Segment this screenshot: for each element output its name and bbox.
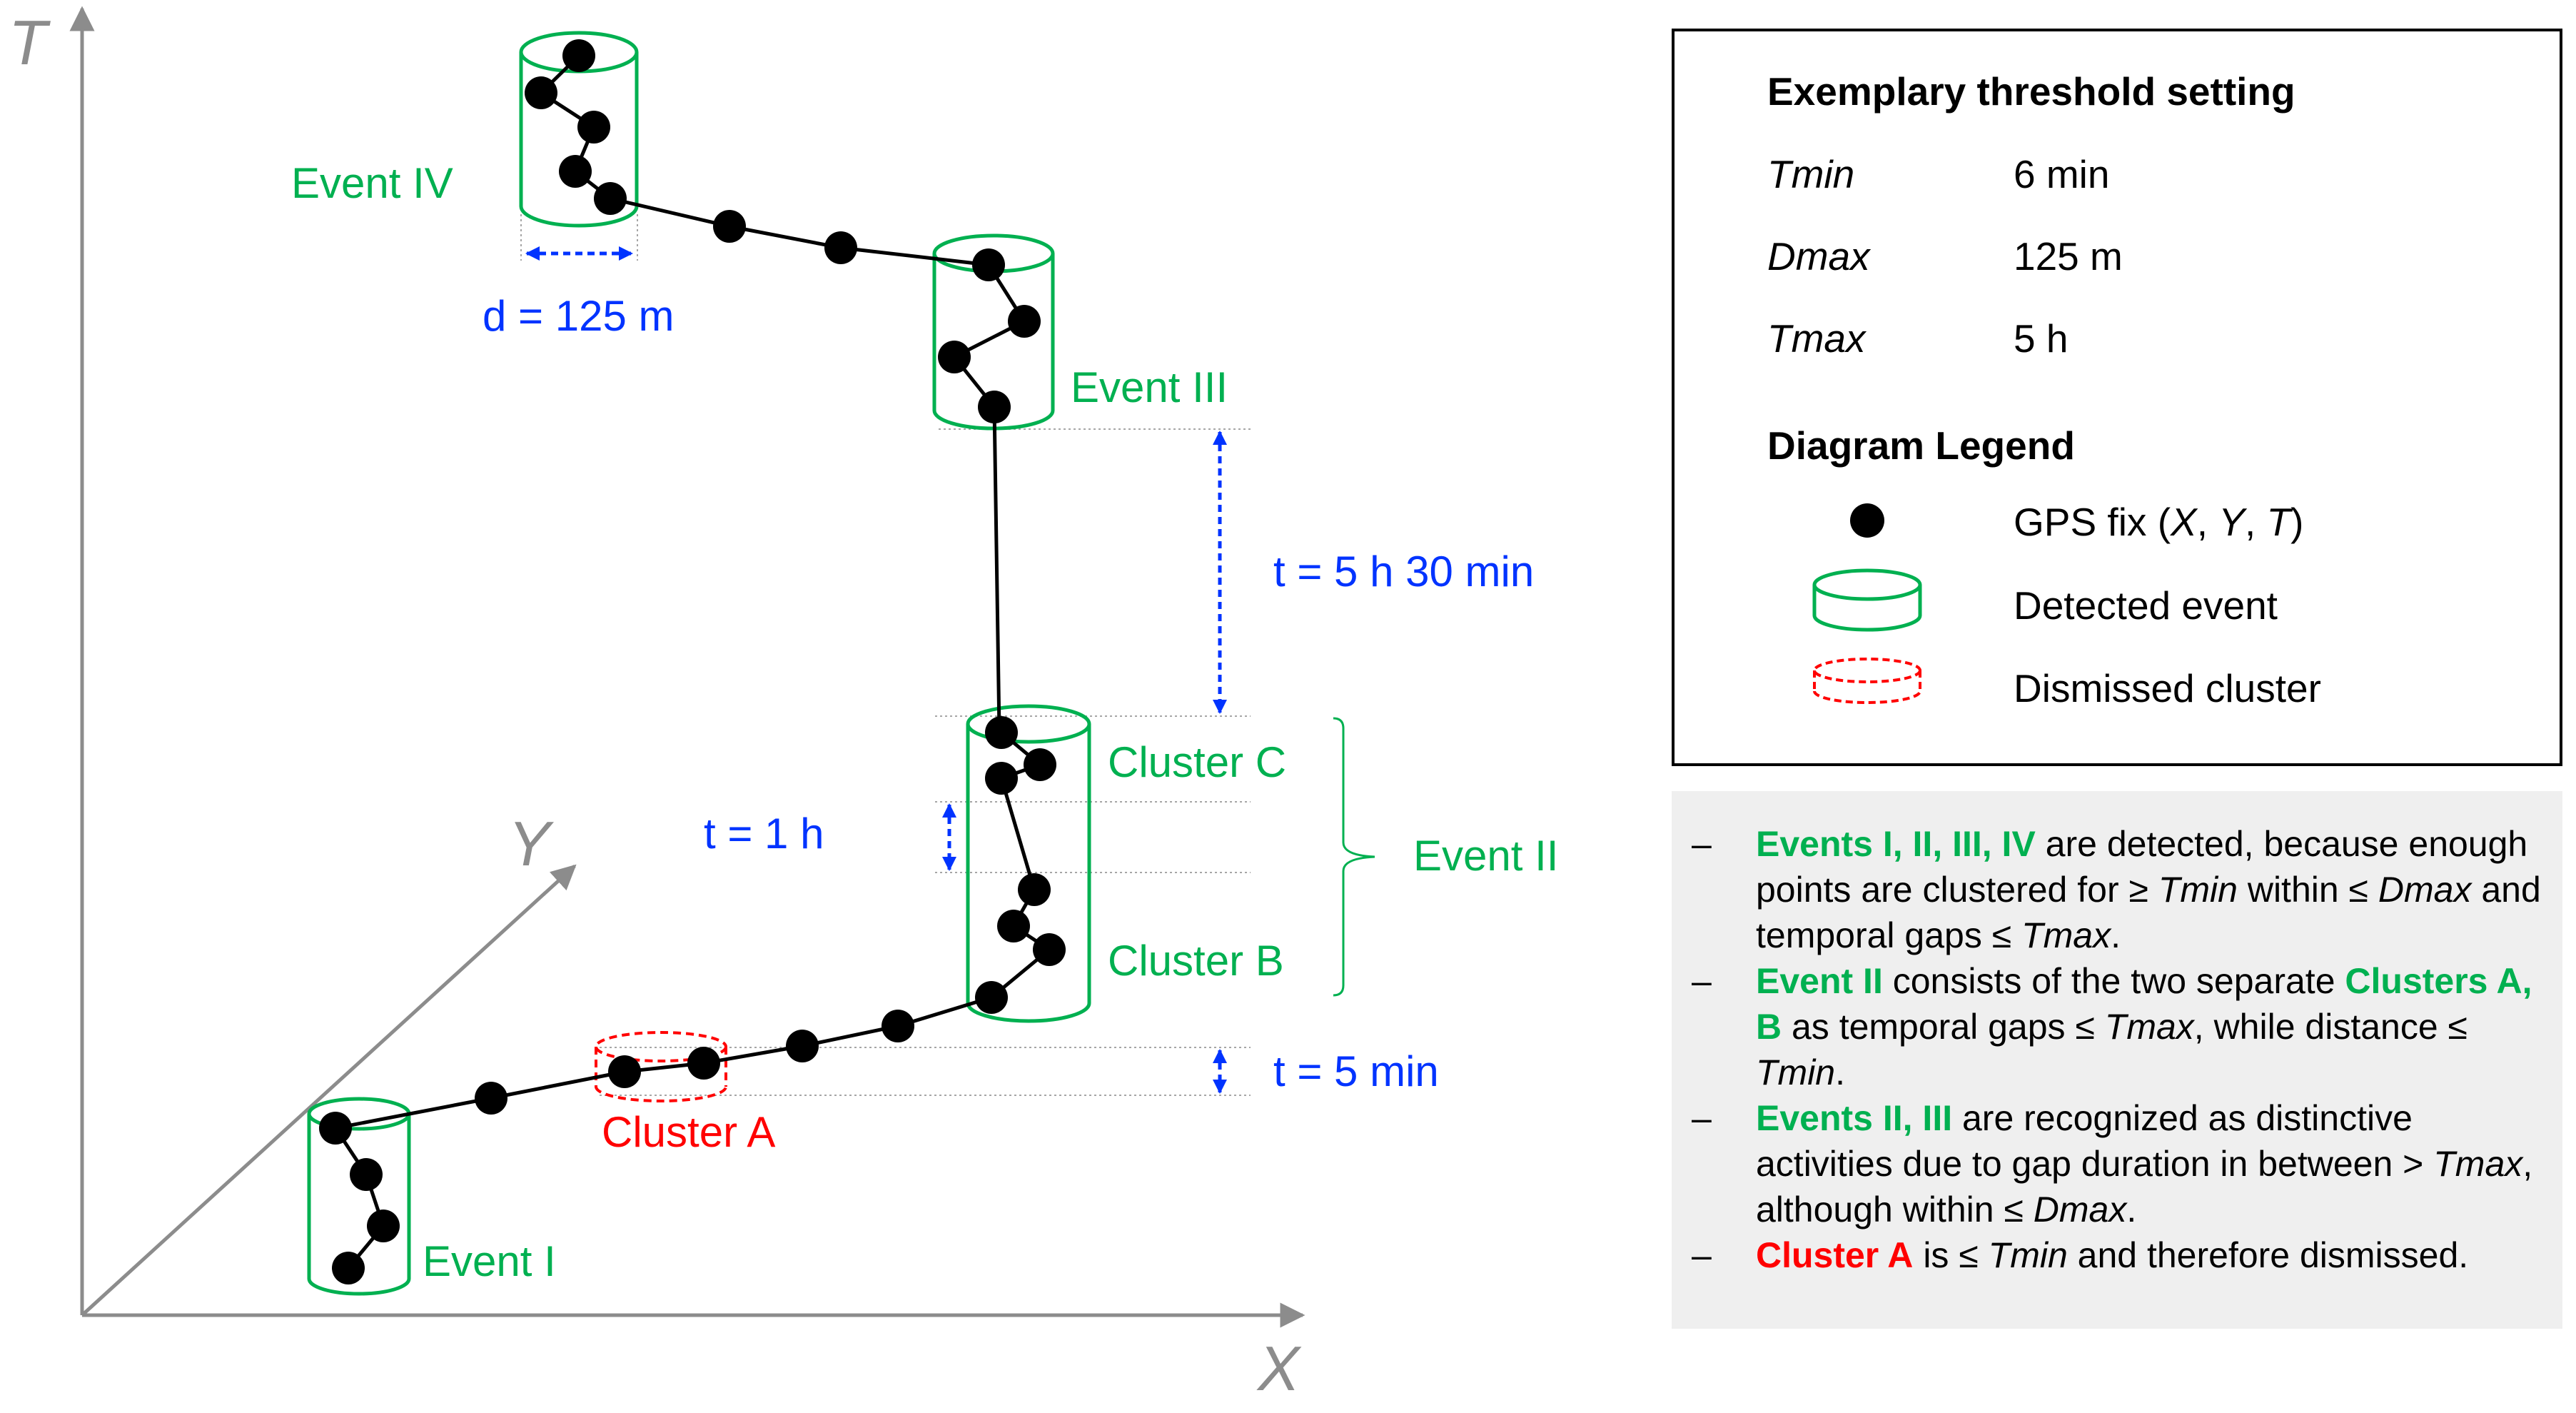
gps-event-diagram: T Y X bbox=[9, 6, 1558, 1404]
gps-fixes bbox=[319, 39, 1066, 1284]
gps-fix bbox=[525, 76, 557, 109]
threshold-name-tmax: Tmax bbox=[1767, 316, 1866, 361]
gps-fix bbox=[1018, 873, 1051, 906]
gps-fix bbox=[608, 1055, 641, 1088]
event-cylinders bbox=[307, 31, 1091, 1296]
diameter-label: d = 125 m bbox=[483, 292, 675, 340]
note-bullet: – bbox=[1692, 961, 1712, 1001]
gps-fix bbox=[1024, 748, 1056, 781]
gps-fix bbox=[972, 248, 1005, 281]
threshold-name-dmax: Dmax bbox=[1767, 234, 1870, 278]
gps-fix bbox=[594, 182, 627, 215]
legend-symbols bbox=[1812, 503, 1922, 704]
gps-fix bbox=[559, 155, 592, 188]
note-events-distinct: Events II, III are recognized as distinc… bbox=[1756, 1098, 2533, 1230]
dismissed-cluster-symbol bbox=[1813, 658, 1921, 704]
gps-fix bbox=[475, 1082, 507, 1115]
event-iv-label: Event IV bbox=[291, 159, 453, 207]
diagram-labels: Event IV Event III Cluster C Event II Cl… bbox=[291, 159, 1558, 1285]
t-axis-label: T bbox=[9, 7, 51, 78]
gps-fix bbox=[997, 910, 1030, 942]
gap-long-label: t = 5 h 30 min bbox=[1273, 548, 1534, 595]
gps-fix bbox=[319, 1112, 352, 1145]
threshold-name-tmin: Tmin bbox=[1767, 152, 1855, 196]
x-axis-label: X bbox=[1256, 1333, 1302, 1404]
gap-short-label: t = 5 min bbox=[1273, 1047, 1439, 1095]
legend-box: Exemplary threshold setting Tmin 6 min D… bbox=[1672, 29, 2562, 766]
cylinder-event-ii bbox=[966, 704, 1091, 1023]
gps-fix bbox=[882, 1010, 914, 1042]
note-bullet: – bbox=[1692, 1098, 1712, 1138]
gps-fix bbox=[367, 1210, 400, 1242]
dismissed-cluster-label: Dismissed cluster bbox=[2014, 666, 2321, 710]
gps-fix bbox=[332, 1252, 365, 1284]
note-cluster-a-dismissed: Cluster A is ≤ Tmin and therefore dismis… bbox=[1756, 1235, 2469, 1275]
gps-fix bbox=[985, 716, 1018, 749]
gps-fix bbox=[1033, 933, 1066, 966]
gap-hour-label: t = 1 h bbox=[704, 810, 824, 858]
event-ii-label: Event II bbox=[1413, 832, 1558, 880]
detected-event-label: Detected event bbox=[2014, 583, 2278, 628]
note-events-detected: Events I, II, III, IV are detected, beca… bbox=[1756, 824, 2541, 955]
gps-fix bbox=[985, 762, 1018, 795]
gps-fix-label: GPS fix (X, Y, T) bbox=[2014, 500, 2304, 544]
gps-fix bbox=[562, 39, 595, 72]
gps-fix bbox=[824, 231, 857, 264]
notes-box: – Events I, II, III, IV are detected, be… bbox=[1672, 791, 2562, 1329]
cluster-c-label: Cluster C bbox=[1108, 738, 1286, 786]
gps-fix bbox=[938, 341, 971, 373]
gps-fix bbox=[687, 1047, 720, 1080]
gps-fix bbox=[350, 1158, 383, 1191]
measurement-arrows bbox=[525, 246, 1227, 1094]
threshold-value-dmax: 125 m bbox=[2014, 234, 2123, 278]
gps-fix bbox=[1008, 305, 1041, 338]
cluster-b-label: Cluster B bbox=[1108, 937, 1284, 985]
threshold-value-tmax: 5 h bbox=[2014, 316, 2069, 361]
event-i-label: Event I bbox=[423, 1237, 556, 1285]
gps-fix bbox=[713, 210, 746, 243]
cluster-a-label: Cluster A bbox=[602, 1108, 775, 1156]
gps-fix bbox=[975, 981, 1008, 1014]
detected-event-symbol bbox=[1812, 568, 1922, 632]
gps-fix bbox=[978, 391, 1011, 423]
y-axis-label: Y bbox=[508, 808, 554, 879]
legend-title: Diagram Legend bbox=[1767, 423, 2075, 468]
threshold-value-tmin: 6 min bbox=[2014, 152, 2110, 196]
gps-trajectory bbox=[332, 54, 1053, 1269]
note-bullet: – bbox=[1692, 1235, 1712, 1275]
threshold-title: Exemplary threshold setting bbox=[1767, 69, 2295, 114]
gps-fix-symbol bbox=[1850, 503, 1884, 538]
event-iii-label: Event III bbox=[1071, 363, 1228, 411]
gps-fix bbox=[577, 111, 610, 144]
gps-fix bbox=[786, 1030, 819, 1062]
dismissed-cluster-a bbox=[595, 1031, 727, 1102]
y-axis bbox=[81, 864, 577, 1317]
note-bullet: – bbox=[1692, 824, 1712, 864]
event-ii-bracket bbox=[1333, 717, 1375, 997]
note-event-ii-clusters: Event II consists of the two separate Cl… bbox=[1756, 961, 2532, 1092]
axes: T Y X bbox=[9, 6, 1305, 1404]
